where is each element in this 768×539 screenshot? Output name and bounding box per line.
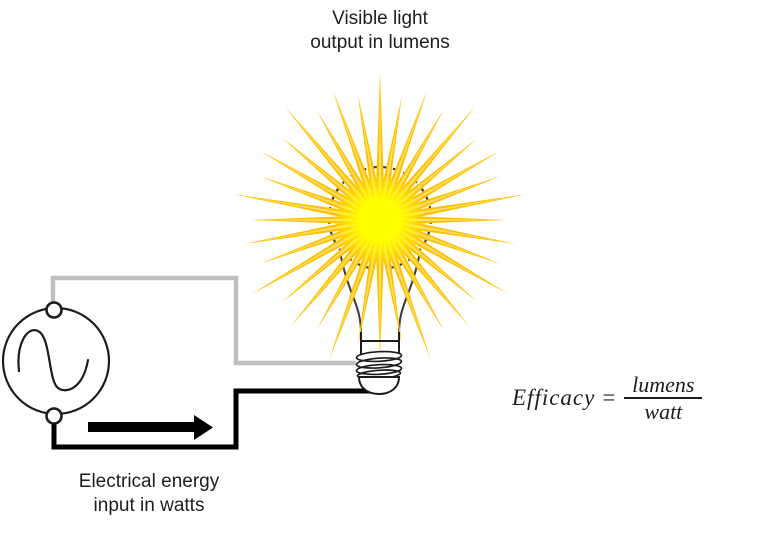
fraction-bar bbox=[624, 397, 703, 399]
bottom-terminal bbox=[45, 407, 63, 425]
formula-equals: = bbox=[602, 385, 616, 410]
formula-numerator: lumens bbox=[632, 372, 695, 397]
flow-arrow-icon bbox=[88, 415, 213, 440]
sine-wave-icon bbox=[17, 329, 90, 392]
top-terminal bbox=[45, 301, 63, 319]
formula-fraction: lumens watt bbox=[624, 372, 703, 424]
electrical-energy-label: Electrical energy input in watts bbox=[78, 471, 220, 516]
ac-source bbox=[1, 301, 111, 425]
efficacy-formula: Efficacy = lumens watt bbox=[512, 372, 703, 424]
black-wire bbox=[51, 388, 378, 450]
sunburst-core bbox=[358, 198, 402, 242]
formula-lhs: Efficacy bbox=[512, 385, 596, 410]
screw-base bbox=[355, 332, 403, 396]
sunburst bbox=[234, 72, 526, 360]
formula-denominator: watt bbox=[644, 399, 683, 424]
bulb-neck bbox=[360, 332, 400, 354]
visible-light-label: Visible light output in lumens bbox=[310, 8, 450, 53]
bulb-threads bbox=[355, 350, 403, 380]
gray-wire bbox=[50, 275, 356, 366]
bulb-cap bbox=[357, 376, 401, 396]
